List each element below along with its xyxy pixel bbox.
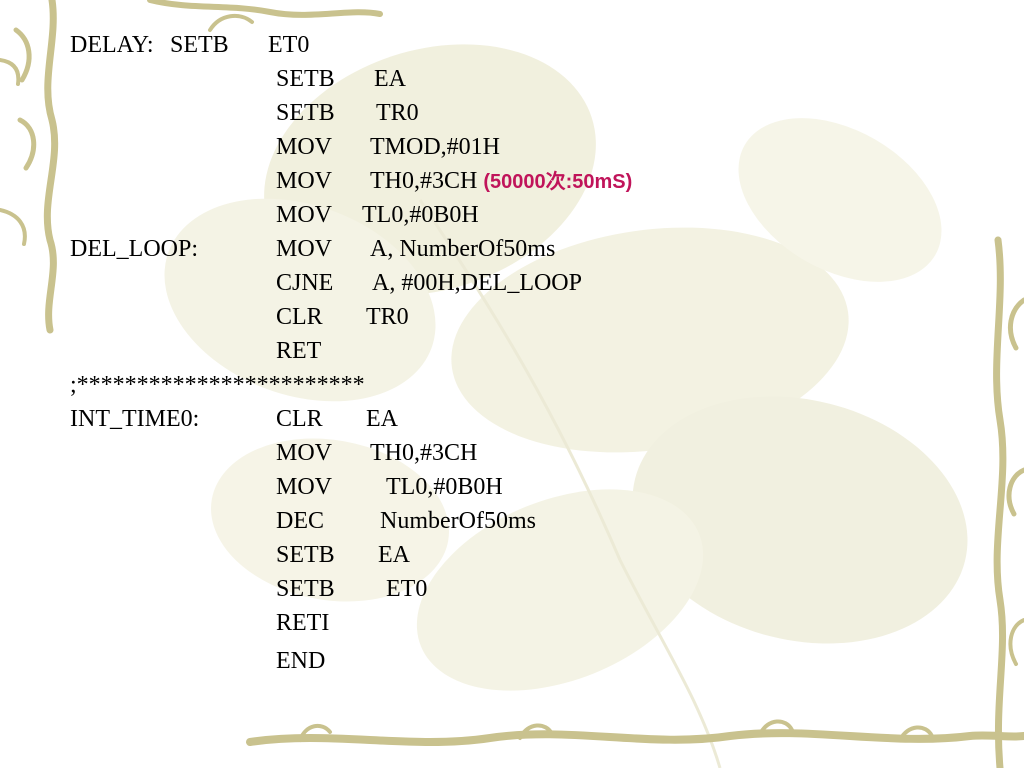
line-mnemonic: CLR	[276, 406, 323, 432]
separator-comment-line: ;************************	[70, 368, 365, 402]
line-operand: EA	[378, 542, 410, 568]
vine-border-left	[0, 0, 59, 334]
vine-border-right	[993, 236, 1024, 768]
code-line: MOV TMOD,#01H	[70, 130, 500, 164]
line-mnemonic: MOV	[276, 202, 333, 228]
code-line: INT_TIME0: CLR EA	[70, 402, 398, 436]
line-mnemonic: END	[276, 648, 326, 674]
line-mnemonic: SETB	[170, 32, 229, 58]
code-line: RETI	[70, 606, 329, 640]
line-mnemonic: MOV	[276, 168, 333, 194]
code-line: RET	[70, 334, 321, 368]
line-mnemonic: CLR	[276, 304, 323, 330]
code-line: DELAY: SETB ET0	[70, 28, 309, 62]
code-line: MOV TL0,#0B0H	[70, 470, 503, 504]
line-mnemonic: MOV	[276, 236, 333, 262]
line-mnemonic: RET	[276, 338, 322, 364]
assembly-code: DELAY: SETB ET0 SETB EA SETB TR0 MOV TMO…	[70, 28, 632, 678]
line-mnemonic: SETB	[276, 576, 335, 602]
line-label: DELAY:	[70, 32, 154, 58]
code-line: CJNE A, #00H,DEL_LOOP	[70, 266, 582, 300]
vine-border-top	[147, 0, 383, 32]
code-line: SETB EA	[70, 538, 410, 572]
line-operand: ET0	[386, 576, 428, 602]
line-comment: (50000次:50mS)	[483, 171, 633, 193]
line-label: DEL_LOOP:	[70, 236, 198, 262]
line-operand: EA	[366, 406, 398, 432]
line-mnemonic: MOV	[276, 134, 333, 160]
code-line: MOV TL0,#0B0H	[70, 198, 479, 232]
code-line: MOV TH0,#3CH(50000次:50mS)	[70, 164, 632, 198]
code-line: DEL_LOOP: MOV A, NumberOf50ms	[70, 232, 555, 266]
line-operand: TL0,#0B0H	[386, 474, 503, 500]
code-line: SETB ET0	[70, 572, 427, 606]
code-line: CLR TR0	[70, 300, 409, 334]
line-operand: A, #00H,DEL_LOOP	[372, 270, 582, 296]
line-mnemonic: SETB	[276, 542, 335, 568]
line-operand: TL0,#0B0H	[362, 202, 479, 228]
line-mnemonic: SETB	[276, 100, 335, 126]
line-label: INT_TIME0:	[70, 406, 200, 432]
line-mnemonic: DEC	[276, 508, 324, 534]
code-line: MOV TH0,#3CH	[70, 436, 477, 470]
vine-border-bottom	[246, 719, 1024, 746]
line-mnemonic: CJNE	[276, 270, 334, 296]
line-operand: A, NumberOf50ms	[370, 236, 556, 262]
line-mnemonic: RETI	[276, 610, 330, 636]
code-line: SETB EA	[70, 62, 406, 96]
line-operand: TH0,#3CH	[370, 168, 478, 194]
line-operand: TR0	[366, 304, 409, 330]
code-line: END	[70, 644, 325, 678]
separator-comment: ;************************	[70, 372, 365, 398]
line-operand: ET0	[268, 32, 310, 58]
code-line: DEC NumberOf50ms	[70, 504, 536, 538]
line-mnemonic: SETB	[276, 66, 335, 92]
lotus-leaf-watermark	[164, 44, 968, 768]
line-operand: TH0,#3CH	[370, 440, 478, 466]
code-line: SETB TR0	[70, 96, 419, 130]
line-operand: EA	[374, 66, 406, 92]
line-mnemonic: MOV	[276, 474, 333, 500]
line-operand: NumberOf50ms	[380, 508, 536, 534]
line-mnemonic: MOV	[276, 440, 333, 466]
line-operand: TR0	[376, 100, 419, 126]
line-operand: TMOD,#01H	[370, 134, 500, 160]
